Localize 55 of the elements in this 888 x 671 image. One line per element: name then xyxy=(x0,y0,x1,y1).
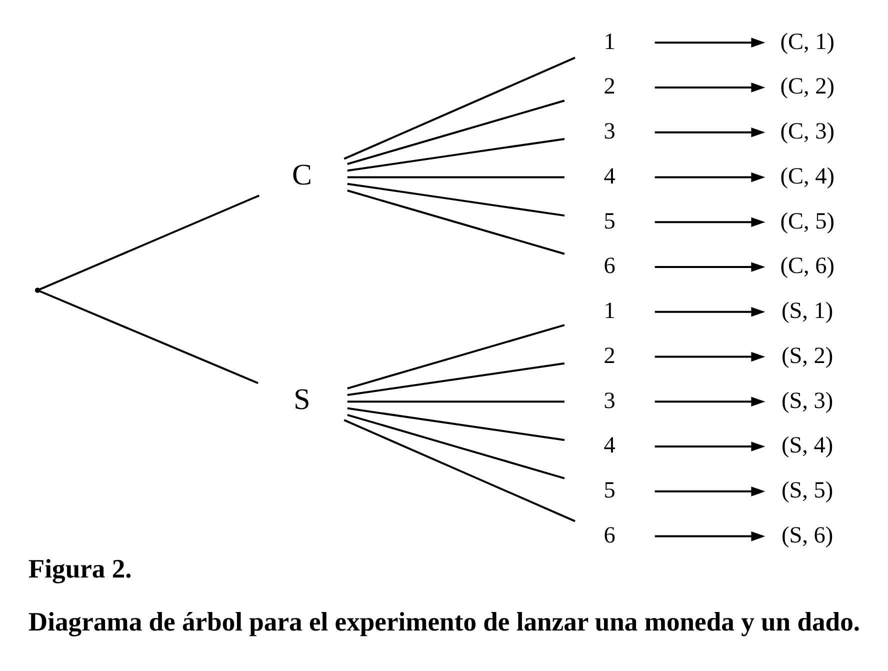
node-text: 6 xyxy=(604,522,616,548)
node-text: 2 xyxy=(604,73,616,100)
node-text: S xyxy=(294,382,310,416)
node-text: (S, 6) xyxy=(781,522,834,548)
node-text: 1 xyxy=(604,28,616,54)
connector xyxy=(347,189,565,254)
connector xyxy=(347,137,565,172)
arrow xyxy=(654,172,766,182)
connector xyxy=(347,182,565,216)
node-text: 4 xyxy=(604,162,616,189)
arrow xyxy=(654,351,766,362)
arrow xyxy=(654,262,766,272)
node-text: 5 xyxy=(604,208,616,234)
arrow xyxy=(654,216,766,227)
connector xyxy=(344,56,576,160)
arrow xyxy=(654,396,766,406)
node-text: (S, 3) xyxy=(781,387,834,414)
connector xyxy=(347,99,565,164)
node-text: 5 xyxy=(604,477,616,504)
arrow xyxy=(654,306,766,316)
connector xyxy=(347,176,564,178)
node-text: (C, 3) xyxy=(780,118,834,144)
node-text: 4 xyxy=(604,432,616,458)
arrow xyxy=(654,126,766,137)
node-text: 6 xyxy=(604,252,616,279)
connector xyxy=(38,194,260,290)
caption: Diagrama de árbol para el experimento de lanzar una moneda y un dado. xyxy=(28,606,860,636)
connector xyxy=(347,362,565,396)
node-text: (S, 2) xyxy=(781,342,834,368)
connector xyxy=(347,324,565,389)
connector xyxy=(347,406,565,440)
connector xyxy=(347,400,564,402)
node-text: 1 xyxy=(604,298,616,324)
arrow xyxy=(654,441,766,451)
arrow xyxy=(654,530,766,541)
arrow xyxy=(654,486,766,496)
arrow xyxy=(654,37,766,47)
node-text: 3 xyxy=(604,118,616,144)
node-text: (C, 4) xyxy=(780,162,834,189)
connector xyxy=(347,413,565,479)
node-text: (S, 4) xyxy=(781,432,834,458)
node-text: (C, 2) xyxy=(780,73,834,100)
connector xyxy=(344,418,576,522)
node-point xyxy=(34,287,40,292)
node-text: (C, 5) xyxy=(780,208,834,234)
node-text: 2 xyxy=(604,342,616,368)
node-text: (S, 5) xyxy=(781,477,834,504)
node-text: 3 xyxy=(604,387,616,414)
node-text: (C, 1) xyxy=(780,28,834,54)
node-text: (S, 1) xyxy=(781,298,834,324)
node-text: C xyxy=(292,158,312,192)
diagram-title: Figura 2. xyxy=(28,553,132,584)
node-text: (C, 6) xyxy=(780,252,834,279)
connector xyxy=(38,290,258,384)
arrow xyxy=(654,82,766,92)
